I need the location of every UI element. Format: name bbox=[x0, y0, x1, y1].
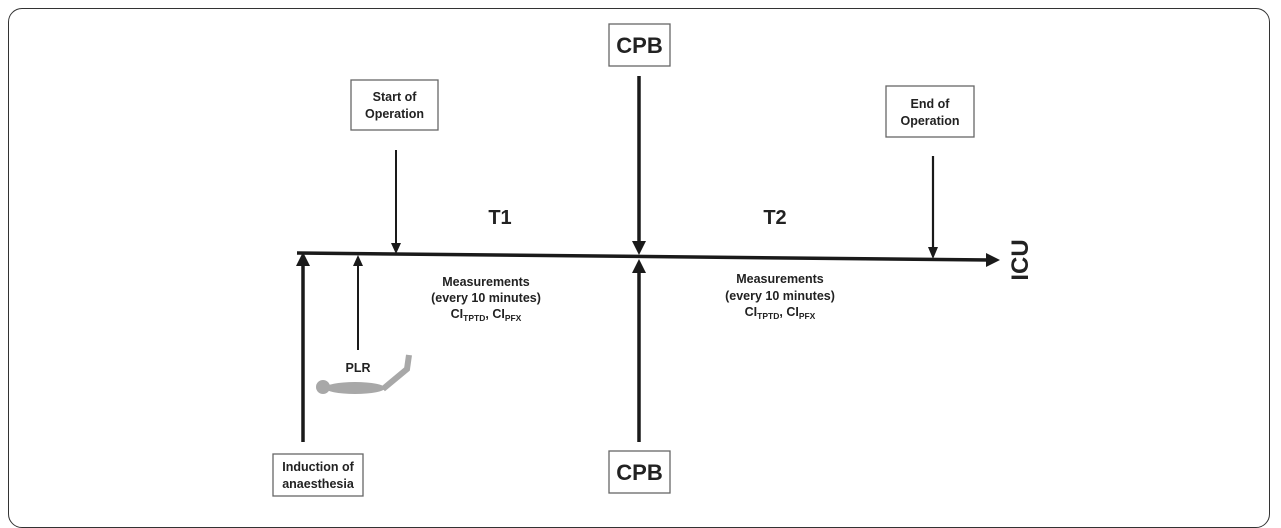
t2-label: T2 bbox=[763, 207, 786, 229]
cpb-bottom-arrowhead bbox=[632, 259, 646, 273]
cpb-top-label: CPB bbox=[616, 33, 662, 58]
ci-tptd-sub: TPTD bbox=[463, 313, 485, 323]
induction-arrowhead bbox=[296, 252, 310, 266]
measurements-t1-line2: (every 10 minutes) bbox=[431, 291, 541, 305]
end-operation-line1: End of bbox=[911, 97, 951, 111]
timeline-axis bbox=[296, 251, 991, 262]
ci-pfx-main: CI bbox=[492, 307, 505, 321]
measurements-t2-line3: CITPTD, CIPFX bbox=[745, 305, 816, 321]
plr-patient-figure bbox=[316, 354, 412, 394]
end-operation-arrowhead bbox=[928, 247, 938, 259]
ci-pfx-sub: PFX bbox=[799, 311, 816, 321]
icu-label: ICU bbox=[1007, 239, 1034, 280]
ci-tptd-main: CI bbox=[745, 305, 758, 319]
measurements-t1-line1: Measurements bbox=[442, 275, 530, 289]
cpb-top-arrowhead bbox=[632, 241, 646, 255]
measurements-t2: Measurements (every 10 minutes) CITPTD, … bbox=[725, 272, 835, 321]
ci-separator: , bbox=[485, 307, 492, 321]
cpb-top-box bbox=[608, 23, 671, 67]
ci-pfx-sub: PFX bbox=[505, 313, 522, 323]
ci-pfx-main: CI bbox=[786, 305, 799, 319]
measurements-t1: Measurements (every 10 minutes) CITPTD, … bbox=[431, 275, 541, 323]
ci-tptd-main: CI bbox=[451, 307, 464, 321]
start-operation-box bbox=[350, 79, 439, 131]
timeline-diagram: ICU CPB CPB Start of Operation End of Op… bbox=[272, 23, 1034, 497]
start-operation-line1: Start of bbox=[373, 90, 418, 104]
start-operation-line2: Operation bbox=[365, 107, 424, 121]
cpb-bottom-box bbox=[608, 450, 671, 494]
induction-line2: anaesthesia bbox=[282, 477, 355, 491]
measurements-t2-line1: Measurements bbox=[736, 272, 824, 286]
timeline-arrowhead bbox=[986, 253, 1000, 267]
measurements-t2-line2: (every 10 minutes) bbox=[725, 289, 835, 303]
plr-label: PLR bbox=[346, 361, 371, 375]
t1-label: T1 bbox=[488, 207, 511, 229]
cpb-bottom-label: CPB bbox=[616, 460, 662, 485]
induction-line1: Induction of bbox=[282, 460, 354, 474]
end-operation-box bbox=[885, 85, 975, 138]
start-operation-arrowhead bbox=[391, 243, 401, 254]
end-operation-line2: Operation bbox=[900, 114, 959, 128]
measurements-t1-line3: CITPTD, CIPFX bbox=[451, 307, 522, 323]
ci-separator: , bbox=[779, 305, 786, 319]
plr-arrowhead bbox=[353, 255, 363, 266]
ci-tptd-sub: TPTD bbox=[757, 311, 779, 321]
induction-box bbox=[272, 453, 364, 497]
